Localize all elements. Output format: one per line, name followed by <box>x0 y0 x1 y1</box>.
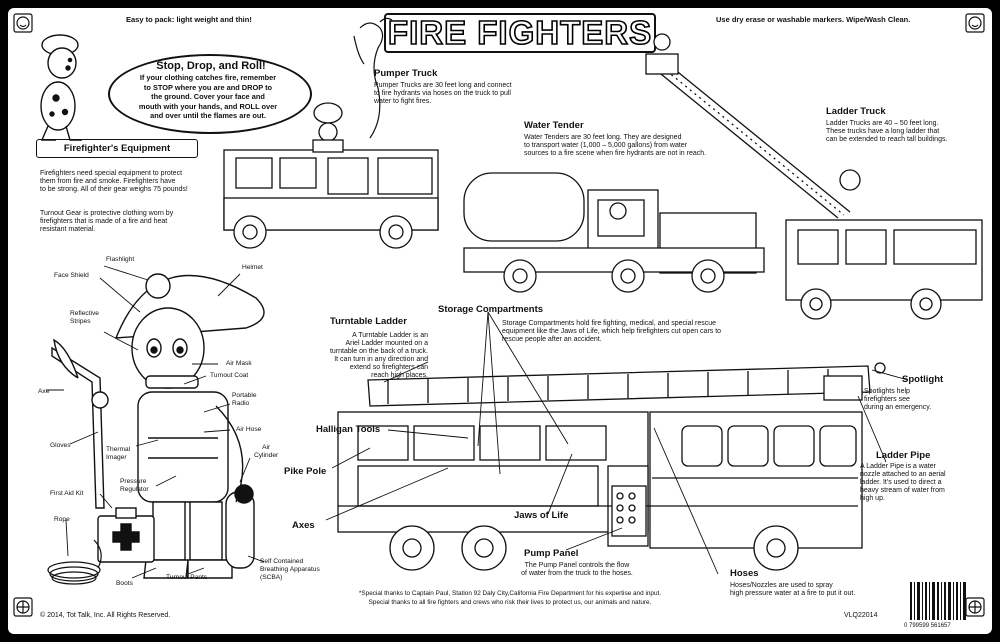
spotlight-body: Spotlights help firefighters see during … <box>864 388 932 411</box>
artwork-layer <box>13 13 985 620</box>
equipment-heading: Firefighter's Equipment <box>63 143 171 154</box>
label-helmet: Helmet <box>242 264 263 271</box>
pumper-heading: Pumper Truck <box>374 68 438 79</box>
pike-pole-heading: Pike Pole <box>284 466 327 477</box>
marker-note: Use dry erase or washable markers. Wipe/… <box>716 15 911 24</box>
jaws-heading: Jaws of Life <box>514 510 569 521</box>
tender-body: Water Tenders are 30 feet long. They are… <box>524 134 707 157</box>
pumper-truck-illustration <box>223 102 439 249</box>
label-air-mask: Air Mask <box>226 360 252 367</box>
logo-bottom-right <box>965 597 985 617</box>
ladder-truck-heading: Ladder Truck <box>826 106 886 117</box>
axes-heading: Axes <box>292 520 315 531</box>
pack-note: Easy to pack: light weight and thin! <box>126 15 252 24</box>
footer-thanks-2: Special thanks to all fire fighters and … <box>368 599 652 606</box>
dalmatian-illustration <box>40 34 82 141</box>
ladder-truck-body: Ladder Trucks are 40 – 50 feet long. The… <box>826 120 948 143</box>
barcode <box>910 582 966 620</box>
hoses-body: Hoses/Nozzles are used to spray high pre… <box>730 582 856 597</box>
tender-heading: Water Tender <box>524 120 584 131</box>
footer-code: VLQ22014 <box>844 612 878 619</box>
ladder-pipe-heading: Ladder Pipe <box>876 450 931 461</box>
pump-panel-heading: Pump Panel <box>524 548 579 559</box>
label-first-aid-kit: First Aid Kit <box>50 490 84 497</box>
label-thermal-imager: Thermal Imager <box>106 446 131 461</box>
water-tender-illustration <box>463 172 765 293</box>
first-aid-kit-illustration <box>97 507 155 563</box>
pointer-lines <box>46 265 909 579</box>
storage-heading: Storage Compartments <box>438 304 544 315</box>
logo-top-left <box>13 13 33 33</box>
ladder-truck-illustration <box>645 33 983 320</box>
spotlight-heading: Spotlight <box>902 374 944 385</box>
pumper-body: Pumper Trucks are 30 feet long and conne… <box>374 82 512 105</box>
storage-body: Storage Compartments hold fire fighting,… <box>502 320 722 343</box>
label-flashlight: Flashlight <box>106 256 135 263</box>
stop-drop-roll-bubble <box>108 54 312 134</box>
logo-top-right <box>965 13 985 33</box>
label-scba: Self Contained Breathing Apparatus (SCBA… <box>260 558 320 581</box>
label-reflective-stripes: Reflective Stripes <box>70 310 99 325</box>
turntable-heading: Turntable Ladder <box>330 316 407 327</box>
stop-drop-roll-heading: Stop, Drop, and Roll! <box>156 60 266 72</box>
pump-panel-body: The Pump Panel controls the flow of wate… <box>521 562 633 577</box>
label-rope: Rope <box>54 516 70 523</box>
label-air-cylinder: Air Cylinder <box>254 444 279 459</box>
equipment-heading-box: Firefighter's Equipment <box>36 139 198 158</box>
label-face-shield: Face Shield <box>54 272 89 279</box>
label-gloves: Gloves <box>50 442 71 449</box>
logo-bottom-left <box>13 597 33 617</box>
label-pressure-regulator: Pressure Regulator <box>120 478 149 493</box>
page-title: FIRE FIGHTERS <box>387 13 653 52</box>
label-air-hose: Air Hose <box>236 426 262 433</box>
footer-thanks-1: *Special thanks to Captain Paul, Station… <box>358 590 662 597</box>
label-axe: Axe <box>38 388 50 395</box>
rope-illustration <box>47 539 102 585</box>
firefighter-kid-illustration <box>51 273 265 579</box>
barcode-number: 0 799599 561657 <box>904 623 951 629</box>
equipment-paragraph-1: Firefighters need special equipment to p… <box>40 170 188 193</box>
label-boots: Boots <box>116 580 133 587</box>
label-turnout-pants: Turnout Pants <box>166 574 208 581</box>
halligan-heading: Halligan Tools <box>316 424 381 435</box>
hoses-heading: Hoses <box>730 568 759 579</box>
stop-drop-roll-body: If your clothing catches fire, remember … <box>138 73 278 121</box>
aerial-ladder-truck-illustration <box>337 362 886 571</box>
title-box: FIRE FIGHTERS <box>384 13 656 53</box>
label-portable-radio: Portable Radio <box>232 392 257 407</box>
hose-spray-illustration <box>353 17 393 139</box>
ladder-pipe-body: A Ladder Pipe is a water nozzle attached… <box>860 463 946 502</box>
footer-copyright: © 2014, Tot Talk, Inc. All Rights Reserv… <box>40 612 171 619</box>
placemat-panel: Easy to pack: light weight and thin! FIR… <box>8 8 992 634</box>
equipment-paragraph-2: Turnout Gear is protective clothing worn… <box>40 210 174 233</box>
label-turnout-coat: Turnout Coat <box>210 372 249 379</box>
turntable-body: A Turntable Ladder is an Ariel Ladder mo… <box>329 332 428 379</box>
